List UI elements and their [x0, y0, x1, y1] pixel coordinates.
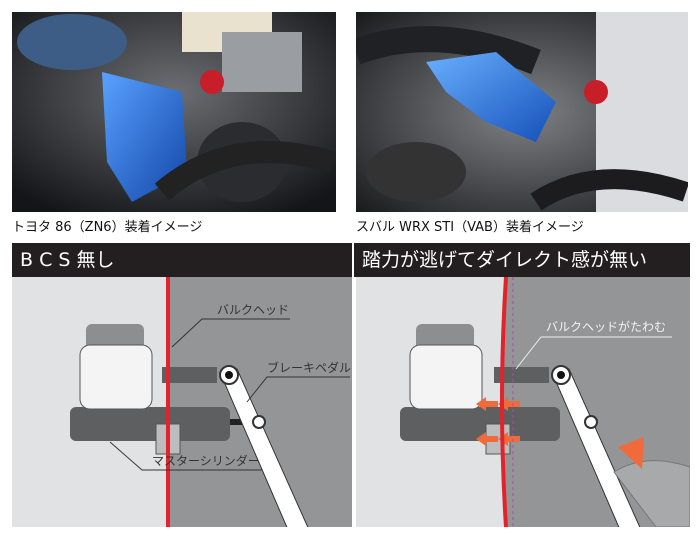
photo-toyota-86	[12, 12, 336, 212]
photo-subaru-wrx-sti	[356, 12, 688, 212]
photo-caption: トヨタ 86（ZN6）装着イメージ	[12, 220, 203, 235]
label-bulkhead-flex: バルクヘッドがたわむ	[546, 319, 666, 334]
panel-header-problem: 踏力が逃げてダイレクト感が無い	[354, 243, 690, 277]
label-master-cylinder: マスターシリンダー	[152, 453, 260, 468]
panel-header-no-bcs: B C S 無し	[12, 243, 352, 277]
diagram-bulkhead-flex: バルクヘッドがたわむ	[356, 276, 691, 536]
photo-caption: スバル WRX STI（VAB）装着イメージ	[356, 220, 584, 235]
bulkhead-flexed-line	[500, 276, 508, 528]
label-brake-pedal: ブレーキペダル	[267, 360, 351, 375]
diagram-no-bcs: バルクヘッド ブレーキペダル マスターシリンダー	[12, 277, 352, 536]
foot-force-arrow	[618, 437, 644, 469]
reservoir-cap	[86, 324, 144, 350]
label-bulkhead: バルクヘッド	[217, 303, 289, 317]
reservoir	[79, 344, 153, 410]
master-cylinder	[70, 407, 230, 441]
